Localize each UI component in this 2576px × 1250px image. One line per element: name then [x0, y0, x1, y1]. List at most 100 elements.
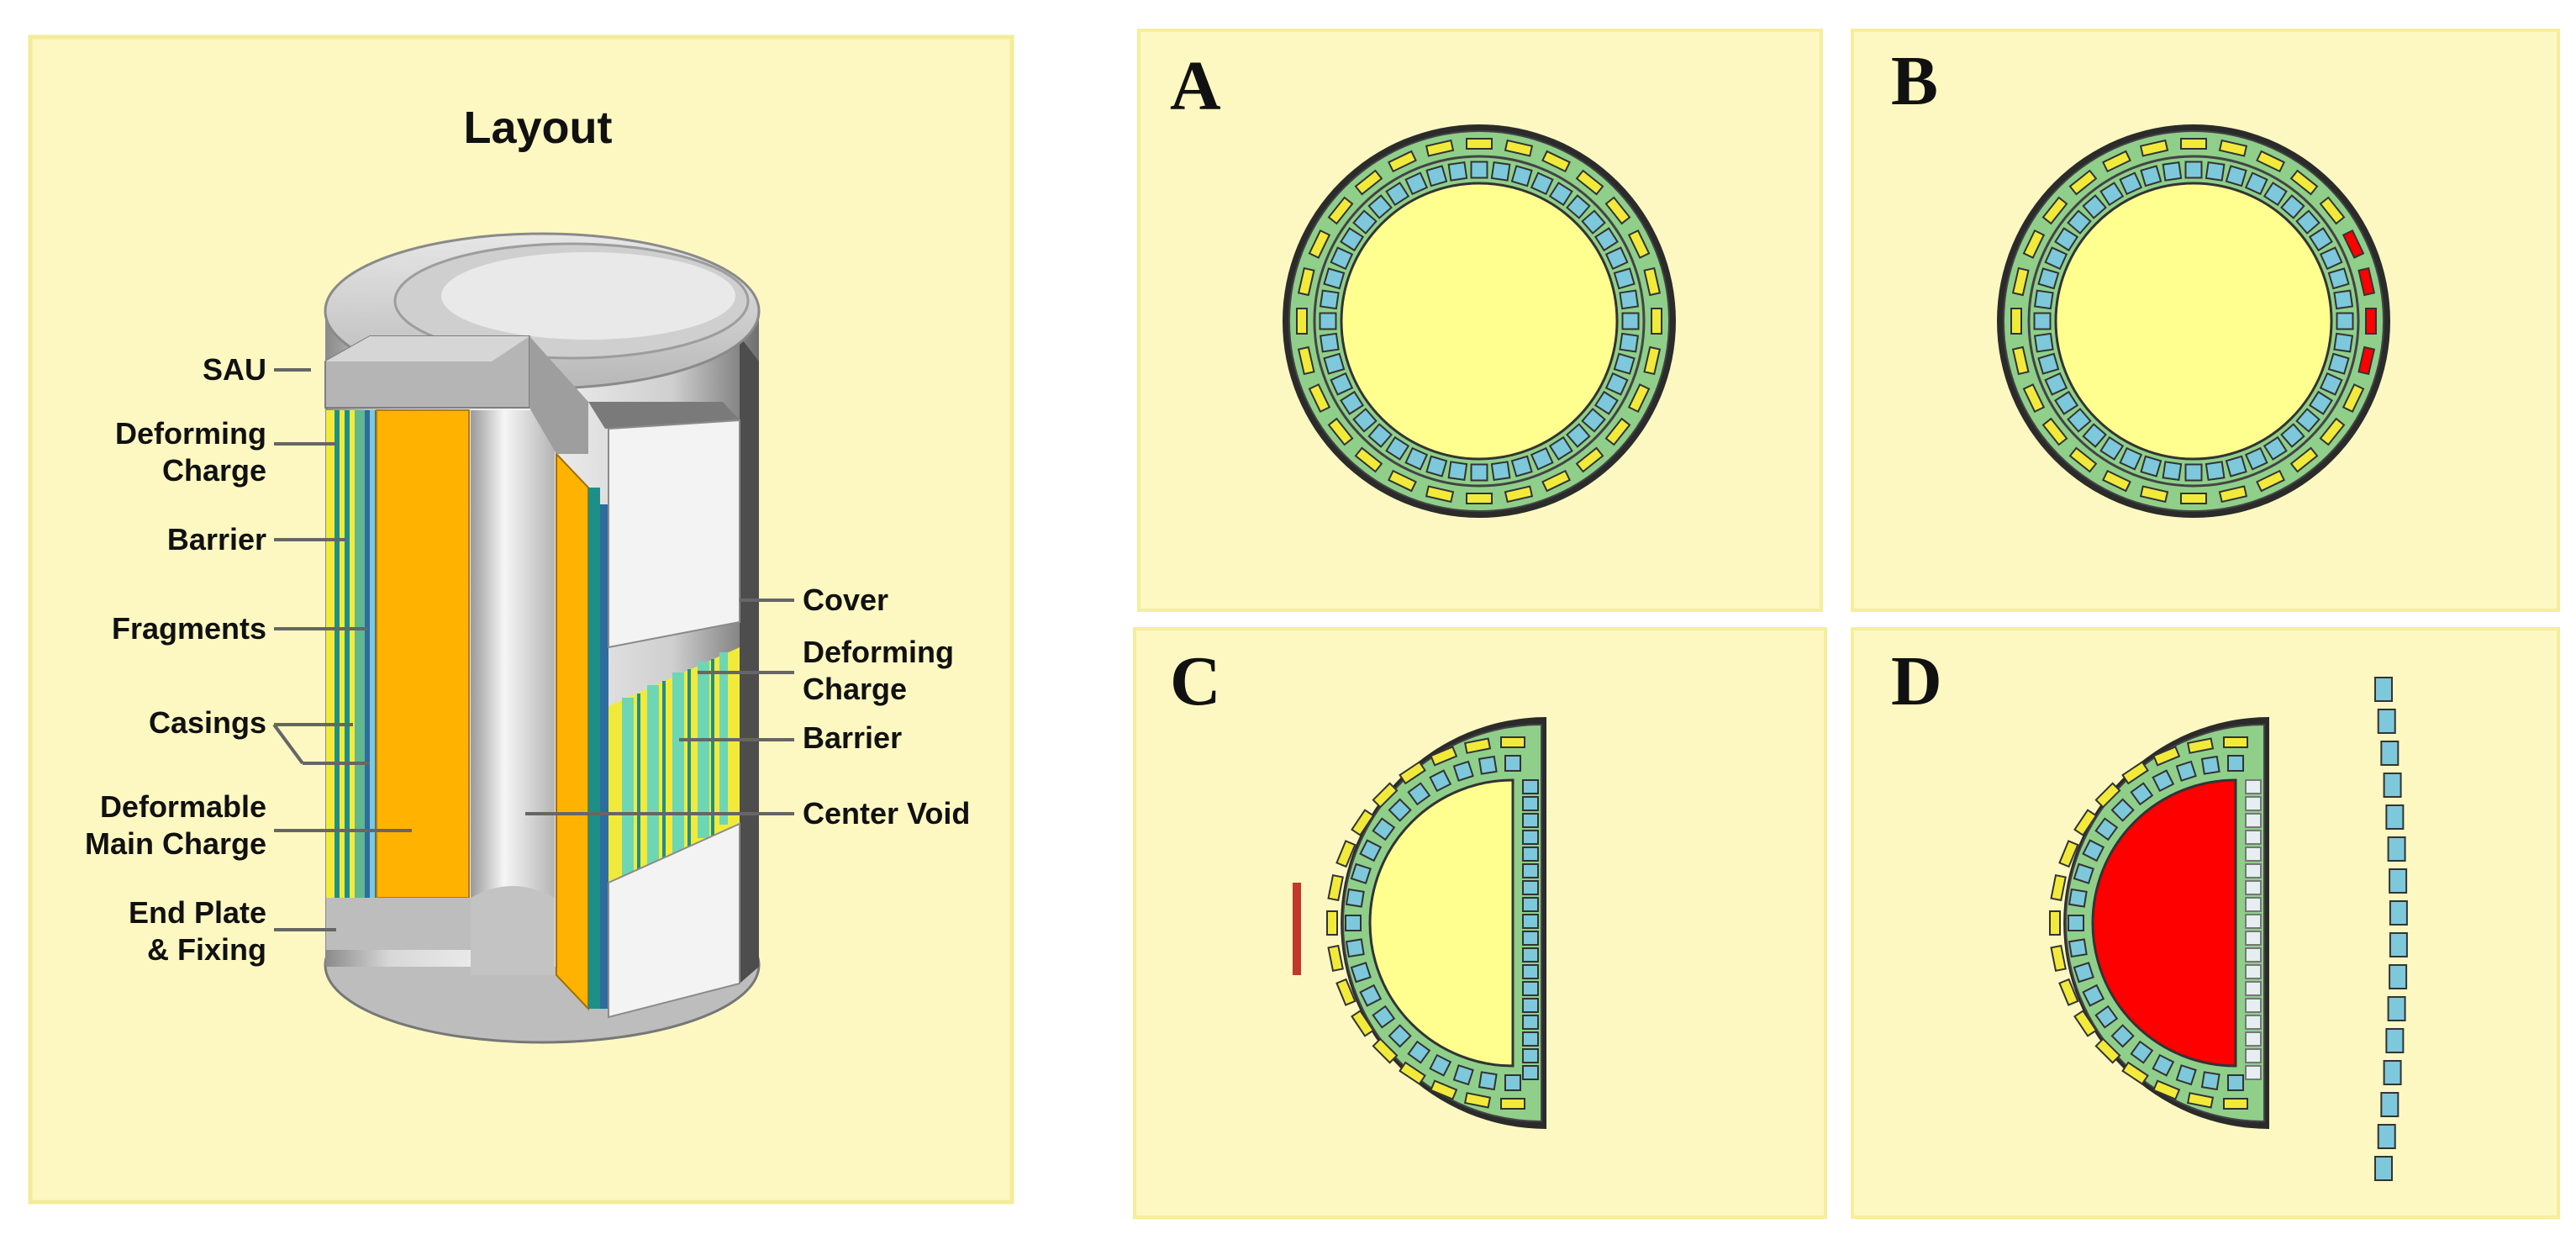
charge-segment	[1430, 1079, 1458, 1100]
fragment	[1470, 161, 1488, 179]
charge-segment	[1541, 469, 1572, 493]
ejected-fragment	[2385, 1028, 2405, 1053]
charge-segment	[1575, 169, 1604, 196]
fragment	[1352, 209, 1378, 235]
fragment-empty-slot	[2245, 779, 2262, 794]
charge-segment	[2256, 469, 2286, 493]
charge-segment	[2319, 417, 2346, 446]
fragment	[2333, 289, 2354, 310]
charge-segment	[2223, 736, 2248, 748]
fragment	[1581, 408, 1606, 433]
fragment	[1522, 796, 1539, 811]
charge-segment	[1425, 485, 1455, 504]
charge-segment	[2289, 446, 2319, 473]
fragment	[2280, 423, 2305, 448]
ring-b	[1997, 124, 2390, 518]
fragment	[2295, 209, 2321, 235]
fragment	[2200, 755, 2220, 775]
fragment	[1407, 782, 1431, 806]
fragment	[1522, 914, 1539, 929]
charge-segment	[1326, 910, 1338, 936]
fragment	[2094, 817, 2119, 841]
fragment	[1621, 312, 1640, 330]
fragment-empty-slot	[2245, 1031, 2262, 1047]
fragment	[2333, 332, 2354, 353]
panel-b-letter: B	[1891, 42, 1938, 120]
fragment	[1478, 1071, 1498, 1091]
charge-segment	[1504, 139, 1534, 157]
fragment-empty-slot	[2245, 863, 2262, 878]
charge-segment	[1351, 1010, 1375, 1037]
charge-detonated	[2365, 308, 2377, 335]
fragment	[1522, 830, 1539, 845]
charge-segment	[1541, 150, 1572, 173]
right-labels: Cover Deforming Charge Barrier Center Vo…	[525, 583, 970, 831]
fragment	[1447, 461, 1468, 482]
fragment	[2037, 352, 2060, 375]
fragment-empty-slot	[2245, 1065, 2262, 1080]
charge-segment	[2121, 761, 2149, 785]
fragment	[1522, 1065, 1539, 1080]
label-cover: Cover	[803, 583, 888, 617]
charge-segment	[2049, 910, 2061, 936]
charge-segment	[2050, 873, 2067, 902]
fragment	[1404, 446, 1429, 471]
fragment	[2082, 423, 2107, 448]
fragment	[1425, 165, 1448, 187]
fragment	[1522, 847, 1539, 862]
charge-segment	[1296, 308, 1308, 335]
fragment	[1522, 863, 1539, 878]
fragment-empty-slot	[2245, 813, 2262, 828]
fragment	[1522, 981, 1539, 996]
charge-segment	[1466, 493, 1493, 504]
ring-d	[2049, 677, 2408, 1181]
ejected-fragment	[2387, 836, 2406, 862]
fragment	[2119, 171, 2143, 196]
fragment	[1330, 372, 1354, 396]
charge-segment	[1354, 169, 1383, 196]
fragment	[2205, 461, 2226, 482]
fragment	[1372, 817, 1396, 841]
fragment	[2327, 267, 2350, 290]
fragment	[1530, 446, 1554, 471]
ejected-fragment	[2377, 1124, 2396, 1149]
label-end-plate-1: End Plate	[129, 895, 266, 930]
ejected-fragment	[2385, 804, 2405, 830]
charge-segment	[1327, 417, 1354, 446]
fragment	[2082, 194, 2107, 219]
fragment	[2099, 182, 2125, 207]
fragment	[1452, 1064, 1474, 1086]
end-plate	[326, 898, 471, 950]
fragment	[1522, 947, 1539, 963]
ejected-fragment	[2389, 868, 2408, 894]
fragment	[2140, 165, 2162, 187]
fragment	[2205, 161, 2226, 182]
fragment	[1345, 888, 1365, 908]
fragment	[1425, 455, 1448, 477]
fragment-empty-slot	[2245, 880, 2262, 895]
sau-top	[325, 336, 529, 361]
charge-segment	[2256, 150, 2286, 173]
leader-casings-2	[272, 723, 304, 765]
main-charge-front	[376, 409, 470, 899]
charge-detonated	[2357, 345, 2376, 376]
fragment	[1548, 182, 1573, 207]
fragment	[2244, 171, 2268, 196]
charge-segment	[1351, 809, 1375, 836]
fragment	[1566, 423, 1591, 448]
fragment	[2225, 165, 2247, 187]
center-void	[471, 410, 555, 898]
fragment	[2130, 1040, 2154, 1064]
fragment	[2184, 463, 2203, 482]
fragment-empty-slot	[2245, 981, 2262, 996]
fragment	[2200, 1071, 2220, 1091]
charge-segment	[1399, 761, 1426, 785]
fragment	[2037, 267, 2060, 290]
charge-segment	[1627, 229, 1651, 259]
fragment	[2082, 984, 2105, 1007]
fragment	[1470, 463, 1488, 482]
fragment	[2152, 1053, 2175, 1077]
ejected-fragment	[2380, 1092, 2400, 1117]
fragment	[1504, 1074, 1521, 1091]
charge-segment	[2186, 1092, 2215, 1109]
